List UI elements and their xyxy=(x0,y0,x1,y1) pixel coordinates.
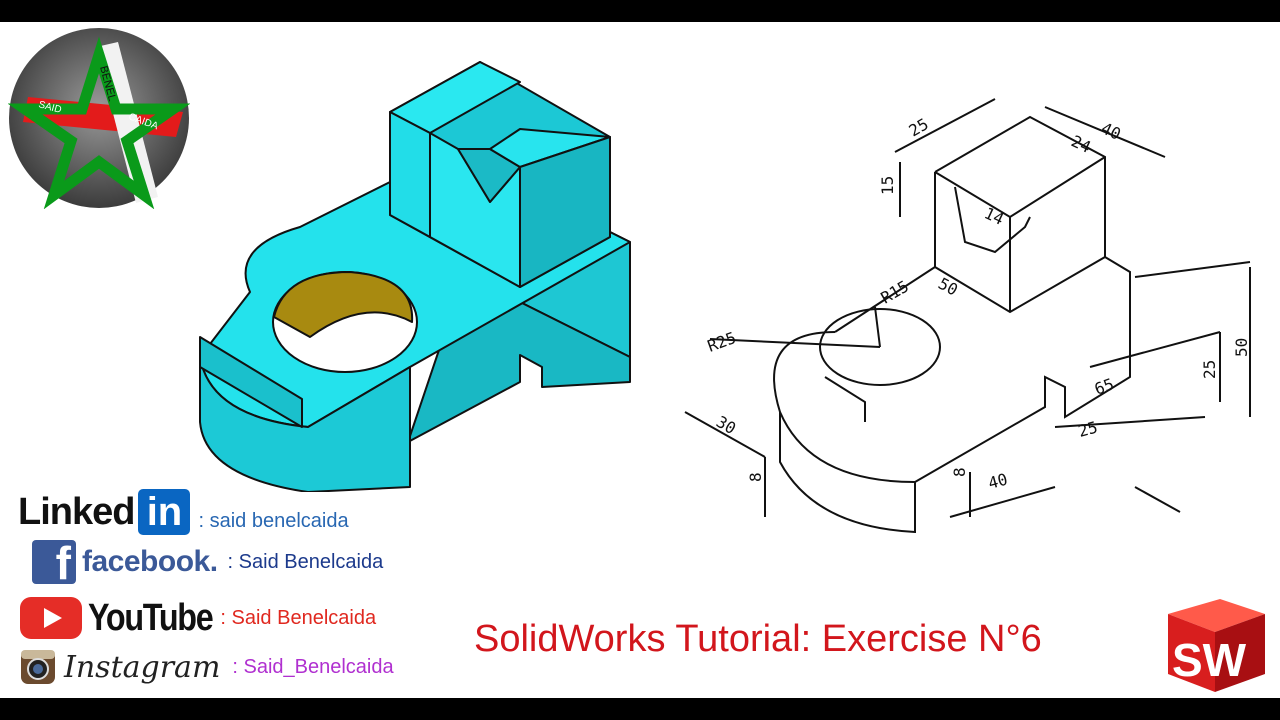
video-title: SolidWorks Tutorial: Exercise N°6 xyxy=(474,618,1042,660)
solidworks-logo-icon: SW xyxy=(1168,599,1265,692)
technical-drawing-image: 25 40 24 15 14 50 R15 R25 50 25 65 25 40… xyxy=(684,98,1251,534)
dim-r25: R25 xyxy=(705,328,739,356)
dim-8-left: 8 xyxy=(746,472,765,482)
youtube-wordmark: YouTube xyxy=(88,596,214,639)
dim-24: 24 xyxy=(1068,131,1093,156)
facebook-wordmark: facebook. xyxy=(82,545,218,578)
dim-50-right: 50 xyxy=(1232,338,1251,357)
facebook-icon: f xyxy=(32,540,76,584)
facebook-handle: : Said Benelcaida xyxy=(227,550,384,573)
youtube-handle: : Said Benelcaida xyxy=(220,606,377,629)
isometric-model-image xyxy=(199,61,631,492)
dim-65: 65 xyxy=(1092,374,1117,398)
dim-25-top: 25 xyxy=(906,114,932,140)
instagram-row: Instagram : Said_Benelcaida xyxy=(20,647,394,687)
dim-40-top: 40 xyxy=(1098,118,1123,143)
facebook-row: f facebook. : Said Benelcaida xyxy=(32,540,384,584)
dim-25-right: 25 xyxy=(1200,360,1219,379)
dim-8-right: 8 xyxy=(950,467,969,477)
dim-r15: R15 xyxy=(878,277,913,308)
linkedin-wordmark: Linked xyxy=(18,490,135,533)
instagram-camera-icon xyxy=(21,650,55,684)
linkedin-handle: : said benelcaida xyxy=(198,509,349,532)
star-logo-icon: SAID BENEL CAIDA xyxy=(8,28,190,209)
youtube-row: YouTube : Said Benelcaida xyxy=(20,596,377,639)
dim-15: 15 xyxy=(878,176,897,195)
dim-40-bottom: 40 xyxy=(986,470,1010,493)
dim-14: 14 xyxy=(981,203,1006,228)
dim-30: 30 xyxy=(713,412,739,438)
instagram-handle: : Said_Benelcaida xyxy=(232,655,394,678)
instagram-wordmark: Instagram xyxy=(64,649,221,685)
linkedin-icon: in xyxy=(138,489,191,535)
dim-50-top: 50 xyxy=(935,274,961,300)
dim-25-bottom: 25 xyxy=(1076,418,1100,441)
thumbnail-canvas: SAID BENEL CAIDA xyxy=(0,22,1280,698)
sw-letters: SW xyxy=(1172,634,1247,686)
youtube-play-icon xyxy=(20,597,82,639)
linkedin-row: Linked in : said benelcaida xyxy=(18,489,349,535)
